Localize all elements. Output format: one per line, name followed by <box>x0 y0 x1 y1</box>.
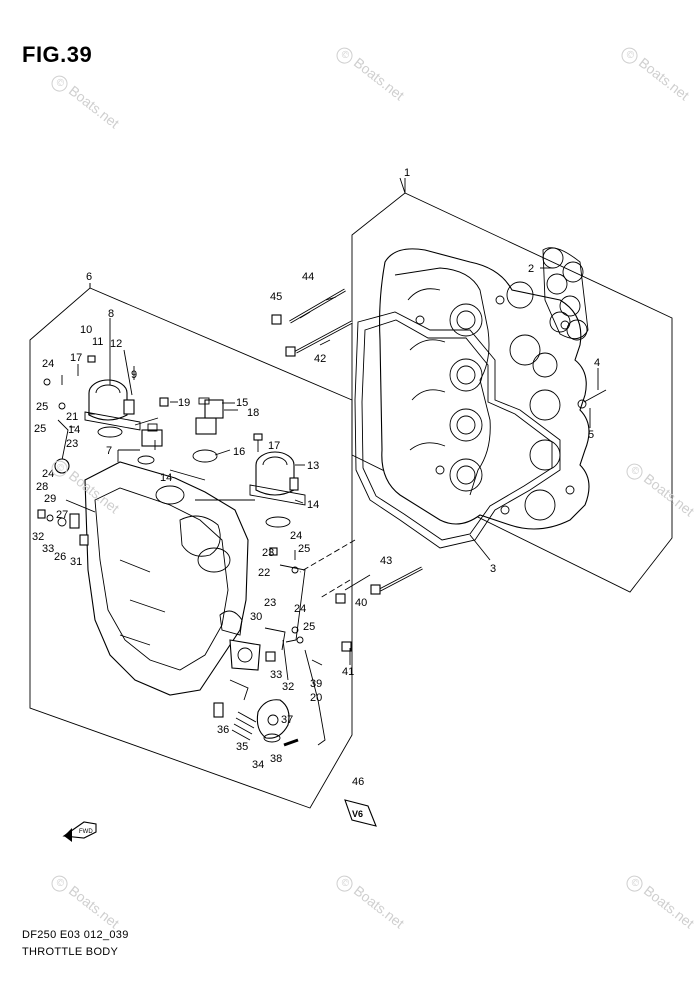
part-label: 20 <box>310 692 322 704</box>
part-label: 16 <box>233 446 245 458</box>
small-fasteners <box>43 355 304 644</box>
part-label: 36 <box>217 724 229 736</box>
part-label: 14 <box>307 499 319 511</box>
part-label: 35 <box>236 741 248 753</box>
part-label: 23 <box>264 597 276 609</box>
part-label: 11 <box>92 336 103 348</box>
throttle-body <box>249 451 306 528</box>
part-label: 1 <box>404 167 410 179</box>
side-bracket-parts <box>37 499 96 546</box>
part-label: 27 <box>56 509 68 521</box>
throttle-linkage <box>54 419 326 746</box>
part-label: 17 <box>268 440 280 452</box>
part-label: 34 <box>252 759 264 771</box>
part-label: 23 <box>66 438 78 450</box>
part-label: 31 <box>70 556 82 568</box>
part-label: 17 <box>70 352 82 364</box>
part-label: 21 <box>66 411 78 423</box>
part-label: 9 <box>131 369 137 381</box>
model-code: DF250 E03 012_039 <box>22 929 129 941</box>
part-label: 15 <box>236 397 248 409</box>
manifold-bolt <box>577 389 607 409</box>
part-label: 25 <box>34 423 46 435</box>
part-label: 25 <box>298 543 310 555</box>
leader-lines <box>70 177 599 665</box>
part-label: 30 <box>250 611 262 623</box>
part-label: 29 <box>44 493 56 505</box>
part-label: 25 <box>303 621 315 633</box>
part-label: 24 <box>42 468 54 480</box>
part-label: 14 <box>160 472 172 484</box>
part-label: 38 <box>270 753 282 765</box>
part-label: 26 <box>54 551 66 563</box>
part-label: 32 <box>282 681 294 693</box>
part-label: 32 <box>32 531 44 543</box>
part-label: 39 <box>310 678 322 690</box>
part-label: 4 <box>594 357 600 369</box>
part-label: 44 <box>302 271 314 283</box>
part-label: 37 <box>281 714 293 726</box>
figure-caption: THROTTLE BODY <box>22 946 119 958</box>
throttle-body-upper <box>84 379 159 438</box>
part-label: 6 <box>86 271 92 283</box>
part-label: 14 <box>68 424 80 436</box>
fwd-arrow-icon: FWD <box>62 821 97 842</box>
part-label: 33 <box>42 543 54 555</box>
part-label: 3 <box>490 563 496 575</box>
idle-air-control-valve <box>137 397 224 465</box>
part-label: 24 <box>42 358 54 370</box>
part-label: 41 <box>342 666 354 678</box>
part-label: 8 <box>108 308 114 320</box>
part-label: 19 <box>178 397 190 409</box>
part-label: 23 <box>262 547 274 559</box>
part-label: 43 <box>380 555 392 567</box>
long-bolts <box>271 288 423 652</box>
part-label: 40 <box>355 597 367 609</box>
part-label: 45 <box>270 291 282 303</box>
svg-text:V6: V6 <box>352 809 363 819</box>
figure-title: FIG.39 <box>22 42 93 67</box>
part-number-labels: 1 2 3 4 5 6 7 8 9 10 11 12 13 14 14 14 1… <box>32 167 600 788</box>
part-label: 28 <box>36 481 48 493</box>
part-label: 46 <box>352 776 364 788</box>
part-label: 5 <box>588 429 594 441</box>
intake-manifold <box>379 248 590 530</box>
part-label: 33 <box>270 669 282 681</box>
part-label: 25 <box>36 401 48 413</box>
part-label: 18 <box>247 407 259 419</box>
svg-text:FWD: FWD <box>79 829 93 835</box>
part-label: 13 <box>307 460 319 472</box>
throttle-cam-assembly <box>213 610 299 747</box>
v6-emblem-icon: V6 <box>344 799 377 827</box>
part-label: 2 <box>528 263 534 275</box>
part-label: 7 <box>106 445 112 457</box>
manifold-gasket <box>354 311 561 561</box>
part-label: 22 <box>258 567 270 579</box>
part-label: 12 <box>110 338 122 350</box>
part-label: 42 <box>314 353 326 365</box>
part-label: 24 <box>294 603 306 615</box>
part-label: 24 <box>290 530 302 542</box>
part-label: 10 <box>80 324 92 336</box>
